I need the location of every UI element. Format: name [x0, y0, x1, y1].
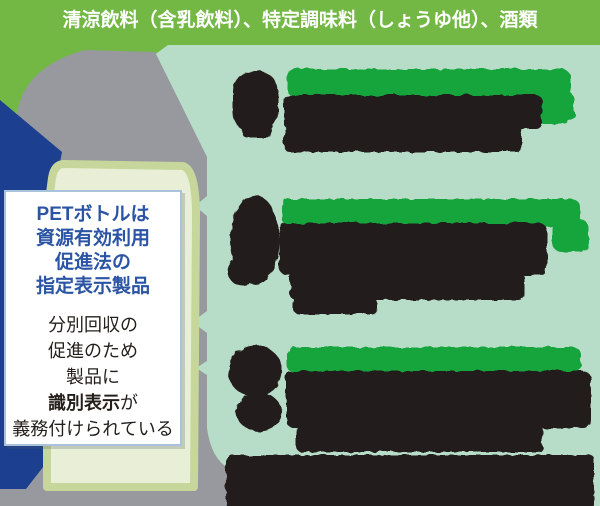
law-line: 促進法の [54, 252, 131, 273]
law-line: 資源有効利用 [35, 228, 150, 249]
item-1-body-blob [284, 95, 542, 152]
law-text: PETボトルは 資源有効利用 促進法の 指定表示製品 [6, 203, 180, 299]
item-3-body-blob [286, 371, 591, 452]
bottle-label-panel: PETボトルは 資源有効利用 促進法の 指定表示製品 分別回収の 促進のため 製… [4, 190, 182, 446]
duty-line-emphasis: 識別表示が [6, 390, 180, 416]
item-2-body-blob [279, 223, 547, 314]
item-3-heading-blob [287, 347, 581, 373]
item-3-number-blob [228, 345, 282, 431]
duty-line: 製品に [66, 367, 120, 387]
green-corner-shape [0, 45, 168, 120]
duty-line: 義務付けられている [12, 419, 174, 439]
duty-text: 分別回収の 促進のため 製品に 識別表示が 義務付けられている [6, 312, 180, 442]
duty-line: 促進のため [48, 341, 138, 361]
law-line: PETボトルは [36, 204, 150, 225]
duty-line: 分別回収の [48, 315, 138, 335]
footnote-text-blob [226, 455, 594, 506]
duty-emphasis: 識別表示 [48, 393, 120, 413]
item-2-heading-blob [282, 199, 589, 252]
header-band: 清涼飲料（含乳飲料）、特定調味料（しょうゆ他）、酒類 [0, 0, 600, 45]
header-title: 清涼飲料（含乳飲料）、特定調味料（しょうゆ他）、酒類 [62, 10, 538, 31]
law-line: 指定表示製品 [35, 276, 150, 297]
item-2-number-blob [228, 195, 279, 286]
duty-emphasis-suffix: が [120, 393, 138, 413]
item-1-number-blob [233, 71, 278, 138]
